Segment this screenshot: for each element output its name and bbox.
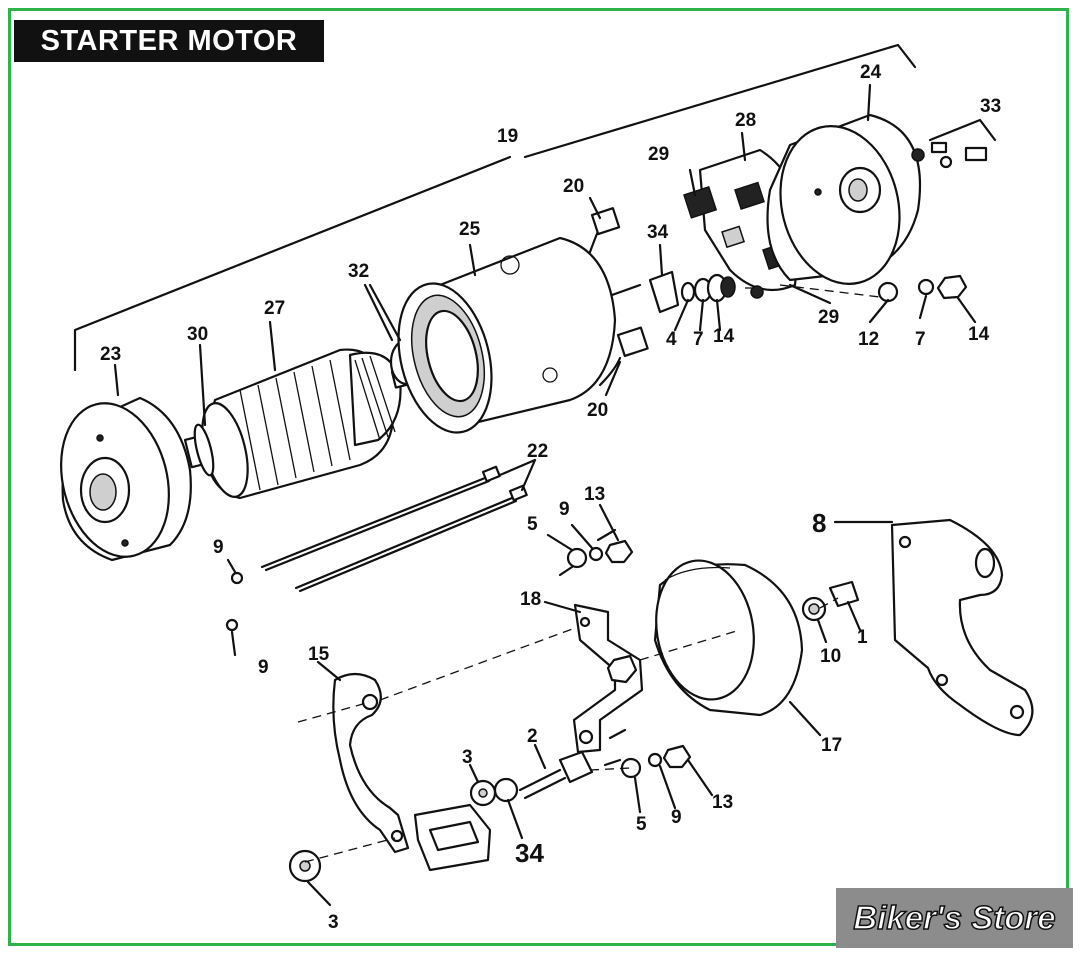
callout-30: 30 <box>187 324 208 345</box>
group-19-bracket <box>73 43 917 372</box>
callout-2: 2 <box>527 726 538 747</box>
washer-30 <box>193 423 215 477</box>
bolt-hardware-upper <box>558 528 634 577</box>
callout-9c: 9 <box>258 657 269 678</box>
callout-4: 4 <box>666 329 677 350</box>
callout-15: 15 <box>308 644 330 665</box>
end-cover-24 <box>766 113 925 285</box>
callout-24: 24 <box>860 62 882 83</box>
callout-23: 23 <box>100 344 121 365</box>
callout-12: 12 <box>858 329 879 350</box>
leader-lines <box>113 83 977 907</box>
callout-13a: 13 <box>584 484 605 505</box>
cover-hardware <box>877 274 968 303</box>
callout-20b: 20 <box>587 400 608 421</box>
callout-9b: 9 <box>213 537 224 558</box>
callout-14b: 14 <box>968 324 990 345</box>
screws-33 <box>928 118 997 169</box>
callout-25: 25 <box>459 219 481 240</box>
callout-20a: 20 <box>563 176 584 197</box>
washer-34b <box>493 777 519 803</box>
callout-8: 8 <box>812 508 826 538</box>
diagram-frame <box>8 8 1069 946</box>
terminal-hardware <box>680 273 736 303</box>
callout-19: 19 <box>497 126 518 147</box>
callout-7b: 7 <box>915 329 926 350</box>
callout-5b: 5 <box>636 814 647 835</box>
callout-5a: 5 <box>527 514 538 535</box>
mounting-bracket-18 <box>572 603 644 754</box>
callout-34b: 34 <box>515 838 544 868</box>
callout-9a: 9 <box>559 499 570 520</box>
bolt-hardware-lower <box>603 728 692 779</box>
callout-18: 18 <box>520 589 541 610</box>
callout-34a: 34 <box>647 222 669 243</box>
callout-28: 28 <box>735 110 756 131</box>
through-bolts-22 <box>260 465 528 593</box>
callout-29b: 29 <box>818 307 839 328</box>
callout-10: 10 <box>820 646 841 667</box>
diagram-title: STARTER MOTOR <box>14 20 324 62</box>
bracket-15 <box>332 672 410 854</box>
callout-17: 17 <box>821 735 842 756</box>
plate-8 <box>890 518 1034 737</box>
washer-9a <box>230 571 244 585</box>
callout-7a: 7 <box>693 329 704 350</box>
callout-9d: 9 <box>671 807 682 828</box>
callout-27: 27 <box>264 298 285 319</box>
callout-1: 1 <box>857 627 868 648</box>
callout-3a: 3 <box>462 747 473 768</box>
end-cover-23 <box>60 396 192 562</box>
callout-32: 32 <box>348 261 369 282</box>
callout-22: 22 <box>527 441 548 462</box>
callout-3b: 3 <box>328 912 339 933</box>
bolt-2 <box>518 750 594 800</box>
clamp-band-17 <box>653 559 804 717</box>
terminal-plate-34a <box>648 270 680 314</box>
callout-14a: 14 <box>713 326 735 347</box>
field-frame-25 <box>397 207 649 434</box>
screw-1-washer-10 <box>801 580 860 622</box>
callout-33: 33 <box>980 96 1001 117</box>
washer-9b <box>225 618 239 632</box>
callout-29a: 29 <box>648 144 669 165</box>
callout-13b: 13 <box>712 792 733 813</box>
armature-27 <box>183 348 427 500</box>
watermark-logo: Biker's Store <box>836 888 1073 948</box>
